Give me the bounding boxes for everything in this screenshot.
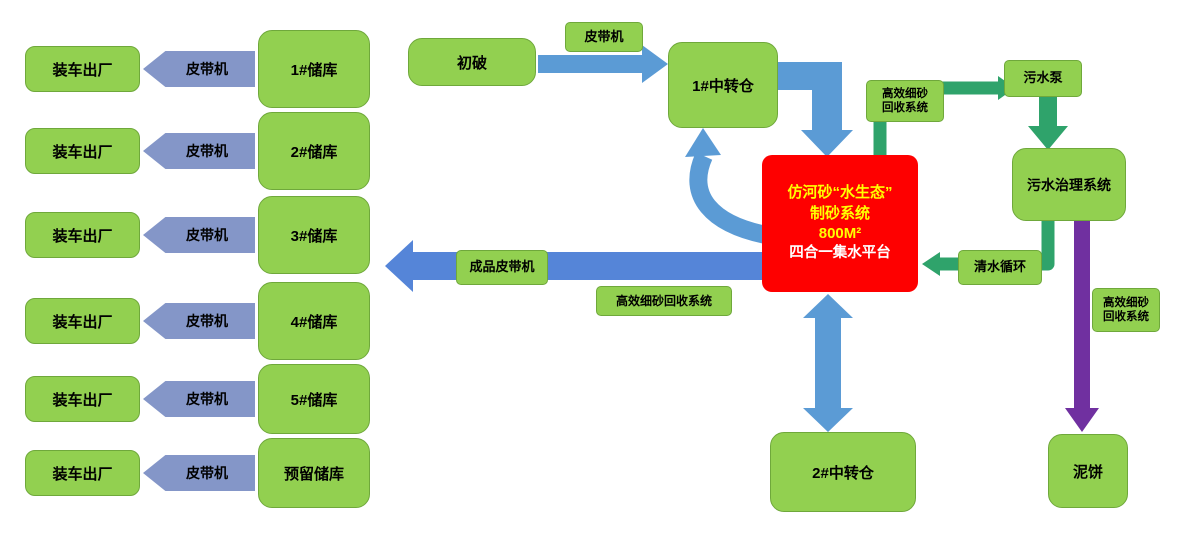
label-clean-water-loop: 清水循环 bbox=[958, 250, 1042, 285]
red-box-line-1: 仿河砂“水生态” bbox=[787, 184, 893, 202]
box-storage-2: 2#储库 bbox=[258, 112, 370, 190]
belt-arrow-6: 皮带机 bbox=[143, 455, 255, 491]
box-transfer-2: 2#中转仓 bbox=[770, 432, 916, 512]
arrow-treatment-to-system-head bbox=[922, 252, 940, 276]
box-crusher: 初破 bbox=[408, 38, 536, 86]
arrow-system-to-storage bbox=[385, 240, 762, 292]
box-loading-out-5: 装车出厂 bbox=[25, 376, 140, 422]
arrow-transfer1-to-system bbox=[775, 62, 853, 157]
red-box-line-4: 四合一集水平台 bbox=[789, 245, 891, 262]
box-sewage-pump: 污水泵 bbox=[1004, 60, 1082, 97]
label-belt-top: 皮带机 bbox=[565, 22, 643, 52]
box-mud-cake: 泥饼 bbox=[1048, 434, 1128, 508]
box-loading-out-1: 装车出厂 bbox=[25, 46, 140, 92]
arrow-system-to-transfer1-head bbox=[685, 128, 721, 157]
arrow-system-to-transfer1-curve bbox=[689, 152, 768, 244]
box-storage-reserved: 预留储库 bbox=[258, 438, 370, 508]
arrow-treatment-to-mudcake bbox=[1065, 220, 1099, 432]
box-loading-out-3: 装车出厂 bbox=[25, 212, 140, 258]
arrow-crusher-to-transfer1 bbox=[538, 45, 668, 83]
arrow-system-transfer2-double bbox=[803, 294, 853, 432]
red-box-line-3: 800M² bbox=[818, 224, 862, 242]
box-storage-1: 1#储库 bbox=[258, 30, 370, 108]
red-box-line-2: 制砂系统 bbox=[809, 204, 870, 222]
belt-arrow-3: 皮带机 bbox=[143, 217, 255, 253]
belt-arrow-1: 皮带机 bbox=[143, 51, 255, 87]
red-center-system-box: 仿河砂“水生态” 制砂系统 800M² 四合一集水平台 bbox=[762, 155, 918, 292]
box-transfer-1: 1#中转仓 bbox=[668, 42, 778, 128]
arrow-pump-to-treatment bbox=[1028, 95, 1068, 150]
label-fine-sand-recovery-mid: 高效细砂回收系统 bbox=[596, 286, 732, 316]
belt-arrow-4: 皮带机 bbox=[143, 303, 255, 339]
belt-arrow-2: 皮带机 bbox=[143, 133, 255, 169]
box-sewage-treatment: 污水治理系统 bbox=[1012, 148, 1126, 221]
box-loading-out-2: 装车出厂 bbox=[25, 128, 140, 174]
label-product-belt: 成品皮带机 bbox=[456, 250, 548, 285]
label-fine-sand-recovery-right: 高效细砂 回收系统 bbox=[1092, 288, 1160, 332]
box-storage-5: 5#储库 bbox=[258, 364, 370, 434]
box-storage-4: 4#储库 bbox=[258, 282, 370, 360]
box-loading-out-4: 装车出厂 bbox=[25, 298, 140, 344]
label-fine-sand-recovery-top: 高效细砂 回收系统 bbox=[866, 80, 944, 122]
belt-arrow-5: 皮带机 bbox=[143, 381, 255, 417]
box-loading-out-6: 装车出厂 bbox=[25, 450, 140, 496]
box-storage-3: 3#储库 bbox=[258, 196, 370, 274]
